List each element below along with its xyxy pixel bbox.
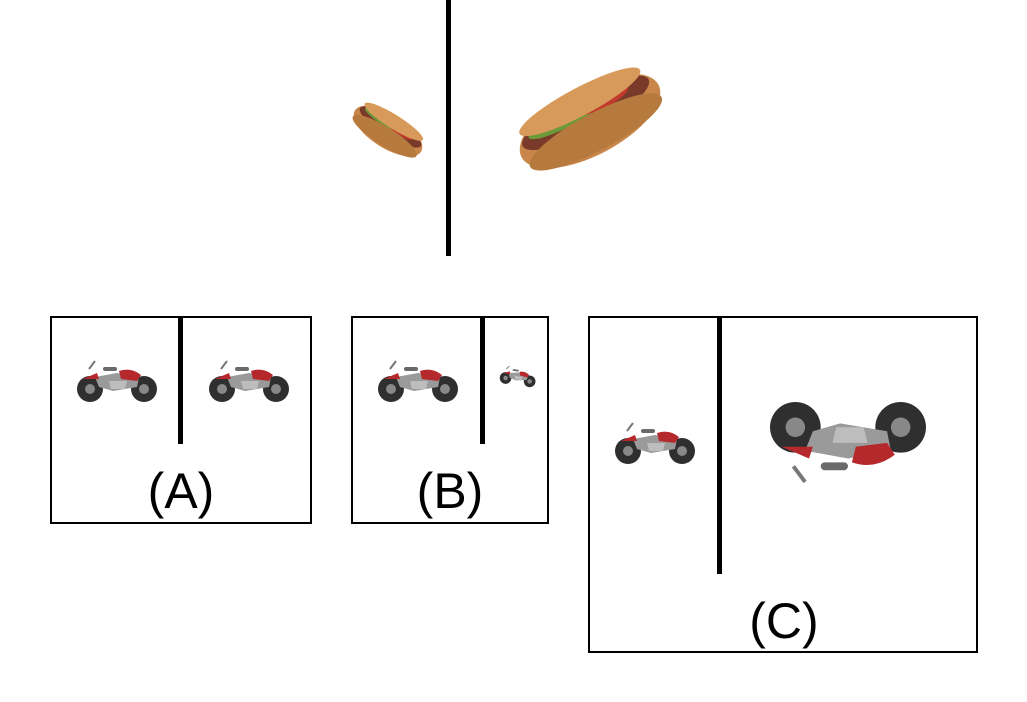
example-divider [446,0,451,256]
motorcycle-icon [496,366,540,388]
motorcycle-icon [373,358,463,408]
option-b-divider [480,318,485,444]
sandwich-large-icon [510,56,670,186]
option-a-label: (A) [147,463,215,519]
motorcycle-icon [72,358,162,408]
option-a-divider [178,318,183,444]
option-c-label: (C) [749,593,819,649]
motorcycle-icon [204,358,294,408]
option-c-panel[interactable]: (C) [588,316,978,653]
motorcycle-icon [610,420,700,470]
option-b-panel[interactable]: (B) [351,316,549,524]
option-c-divider [717,318,722,574]
motorcycle-icon [758,384,938,494]
option-b-label: (B) [416,463,484,519]
sandwich-small-icon [346,96,430,166]
option-a-panel[interactable]: (A) [50,316,312,524]
